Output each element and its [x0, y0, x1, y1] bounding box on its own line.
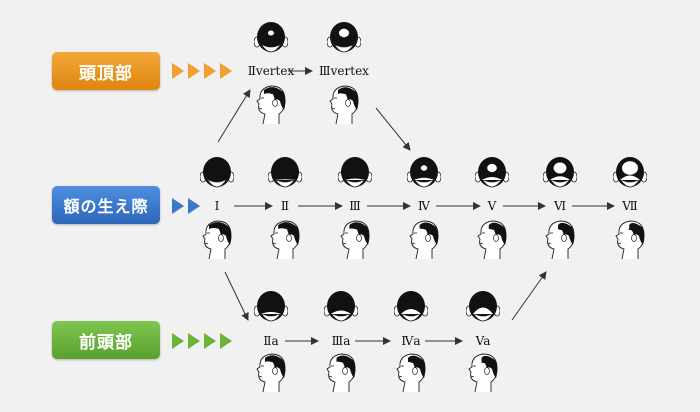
stage-label-1: Ⅰ [214, 199, 220, 213]
head-top-vertex-2 [254, 22, 288, 53]
head-top-stage-1 [200, 157, 234, 188]
head-top-stage-front-4 [394, 291, 428, 322]
stage-label-3: Ⅲ [349, 199, 361, 213]
head-top-stage-front-2 [254, 291, 288, 322]
stage-label-vertex-2: Ⅱvertex [247, 64, 295, 78]
head-top-stage-front-3 [324, 291, 358, 322]
head-side-stage-front-4 [396, 353, 426, 393]
arrow-diag-down-vertex [375, 107, 411, 151]
head-side-stage-6 [545, 220, 575, 260]
head-side-stage-5 [477, 220, 507, 260]
stage-label-5a: Va [475, 334, 491, 348]
head-top-stage-front-5 [466, 291, 500, 322]
head-side-stage-1 [202, 220, 232, 260]
head-side-stage-3 [340, 220, 370, 260]
arrow-diag-up-front [511, 271, 547, 321]
head-side-stage-7 [615, 220, 645, 260]
stage-label-3a: Ⅲa [331, 334, 351, 348]
stage-label-7: Ⅶ [622, 199, 638, 213]
stage-label-4a: Ⅳa [401, 334, 421, 348]
category-hairline: 額の生え際 [52, 186, 160, 224]
head-top-vertex-3 [327, 22, 361, 53]
head-top-stage-3 [338, 157, 372, 188]
stage-label-5: Ⅴ [487, 199, 497, 213]
head-side-stage-4 [409, 220, 439, 260]
head-side-vertex-3 [329, 85, 359, 125]
stage-label-2: Ⅱ [280, 199, 290, 213]
arrow-diag-down [224, 271, 249, 321]
category-front: 前頭部 [52, 321, 160, 359]
head-top-stage-6 [543, 157, 577, 188]
category-vertex: 頭頂部 [52, 52, 160, 90]
head-top-stage-4 [407, 157, 441, 188]
head-top-stage-7 [613, 157, 647, 188]
head-top-stage-5 [475, 157, 509, 188]
head-side-stage-front-3 [326, 353, 356, 393]
head-side-stage-front-5 [468, 353, 498, 393]
head-top-stage-2 [268, 157, 302, 188]
head-side-vertex-2 [256, 85, 286, 125]
stage-label-6: Ⅵ [553, 199, 567, 213]
head-side-stage-front-2 [256, 353, 286, 393]
stage-label-vertex-3: Ⅲvertex [319, 64, 369, 78]
stage-label-2a: Ⅱa [263, 334, 279, 348]
stage-label-4: Ⅳ [418, 199, 430, 213]
head-side-stage-2 [270, 220, 300, 260]
arrow-diag-up [217, 89, 251, 143]
